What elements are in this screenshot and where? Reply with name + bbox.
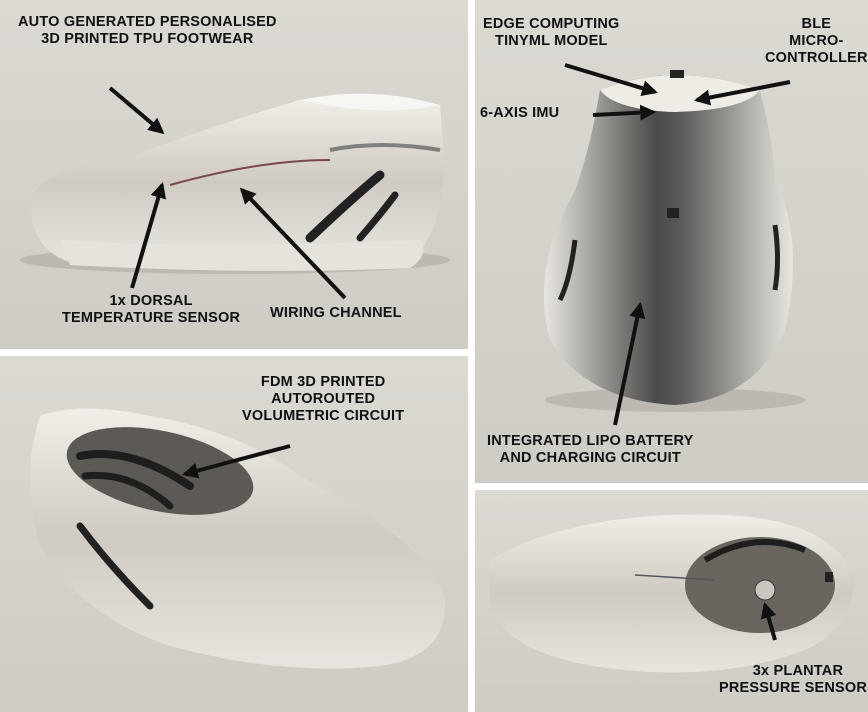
label-ble-microcontroller: BLE MICRO- CONTROLLER bbox=[765, 16, 868, 67]
label-temperature-sensor: 1x DORSAL TEMPERATURE SENSOR bbox=[62, 293, 240, 327]
label-line: PRESSURE SENSORS bbox=[719, 680, 868, 696]
arrow-ble bbox=[693, 80, 791, 106]
label-line: AUTO GENERATED PERSONALISED bbox=[18, 14, 277, 30]
label-imu: 6-AXIS IMU bbox=[480, 105, 560, 121]
panel-rear-view: EDGE COMPUTING TINYML MODEL BLE MICRO- C… bbox=[475, 0, 868, 483]
label-edge-computing: EDGE COMPUTING TINYML MODEL bbox=[483, 16, 620, 50]
label-line: BLE bbox=[801, 16, 832, 32]
label-line: TINYML MODEL bbox=[495, 33, 608, 49]
label-footwear: AUTO GENERATED PERSONALISED 3D PRINTED T… bbox=[18, 14, 277, 48]
top-view-photo bbox=[475, 490, 868, 712]
arrow-wiring bbox=[239, 187, 347, 300]
arrow-circuit bbox=[181, 444, 291, 479]
arrow-footwear bbox=[108, 86, 165, 135]
panel-angled-view: FDM 3D PRINTED AUTOROUTED VOLUMETRIC CIR… bbox=[0, 356, 468, 712]
arrow-pressure bbox=[760, 601, 777, 641]
label-line: 3x PLANTAR bbox=[752, 663, 844, 679]
panel-side-view: AUTO GENERATED PERSONALISED 3D PRINTED T… bbox=[0, 0, 468, 349]
arrow-imu bbox=[592, 104, 657, 121]
label-line: VOLUMETRIC CIRCUIT bbox=[242, 408, 405, 424]
shoe-heel bbox=[543, 75, 793, 405]
label-line: INTEGRATED LIPO BATTERY bbox=[487, 433, 694, 449]
label-line: FDM 3D PRINTED bbox=[260, 374, 386, 390]
arrow-battery bbox=[613, 301, 646, 426]
side-view-photo bbox=[0, 0, 468, 349]
label-line: TEMPERATURE SENSOR bbox=[62, 310, 241, 326]
wiring-trace bbox=[305, 170, 385, 243]
arrow-edge bbox=[564, 63, 659, 96]
shoe-upper bbox=[30, 98, 445, 265]
label-line: MICRO- bbox=[789, 33, 844, 49]
label-line: AUTOROUTED bbox=[271, 391, 376, 407]
pressure-sensor bbox=[754, 579, 776, 601]
usb-port bbox=[670, 70, 684, 78]
label-volumetric-circuit: FDM 3D PRINTED AUTOROUTED VOLUMETRIC CIR… bbox=[242, 374, 404, 425]
arrow-temperature bbox=[130, 181, 167, 289]
label-line: 3D PRINTED TPU FOOTWEAR bbox=[41, 31, 254, 47]
label-pressure-sensors: 3x PLANTAR PRESSURE SENSORS bbox=[719, 663, 868, 697]
label-line: CONTROLLER bbox=[765, 50, 868, 66]
label-line: AND CHARGING CIRCUIT bbox=[499, 450, 681, 466]
label-battery: INTEGRATED LIPO BATTERY AND CHARGING CIR… bbox=[487, 433, 694, 467]
label-line: 1x DORSAL bbox=[109, 293, 193, 309]
label-line: EDGE COMPUTING bbox=[483, 16, 620, 32]
angled-view-photo bbox=[0, 356, 468, 712]
rear-view-photo bbox=[475, 0, 868, 483]
label-wiring-channel: WIRING CHANNEL bbox=[270, 305, 402, 321]
panel-top-view: 3x PLANTAR PRESSURE SENSORS bbox=[475, 490, 868, 712]
